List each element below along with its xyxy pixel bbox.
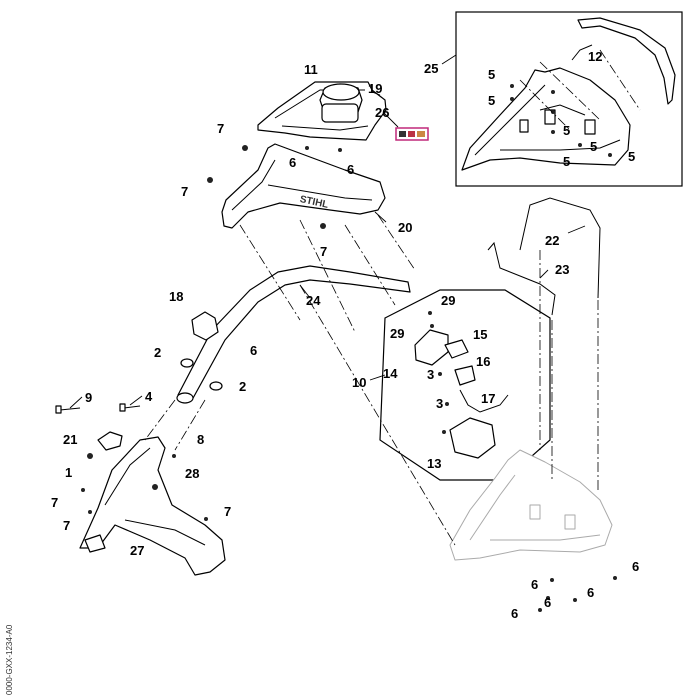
label-5: 5 [488, 67, 495, 82]
label-6: 6 [632, 559, 639, 574]
part-26-decal [395, 127, 429, 141]
label-25: 25 [424, 61, 438, 76]
label-26: 26 [375, 105, 389, 120]
label-22: 22 [545, 233, 559, 248]
label-21: 21 [63, 432, 77, 447]
part-23-wire [487, 241, 556, 316]
label-2: 2 [154, 345, 161, 360]
callout-labels: 11 19 26 7 6 6 7 20 7 25 5 12 5 5 5 5 5 … [51, 49, 639, 621]
label-2: 2 [239, 379, 246, 394]
label-5: 5 [488, 93, 495, 108]
label-4: 4 [145, 389, 153, 404]
label-9: 9 [85, 390, 92, 405]
label-6: 6 [587, 585, 594, 600]
label-29: 29 [441, 293, 455, 308]
vertical-drawing-code: 0000-GXX-1234-A0 [5, 624, 14, 695]
label-24: 24 [306, 293, 321, 308]
label-17: 17 [481, 391, 495, 406]
bolts [55, 403, 208, 521]
label-14: 14 [383, 366, 398, 381]
label-5: 5 [563, 154, 570, 169]
label-28: 28 [185, 466, 199, 481]
label-6: 6 [289, 155, 296, 170]
label-29: 29 [390, 326, 404, 341]
label-16: 16 [476, 354, 490, 369]
bottom-screws [538, 576, 617, 612]
washers-2 [180, 358, 223, 391]
part-27-base [79, 436, 226, 576]
label-11: 11 [304, 62, 318, 77]
part-20-handlebar: STIHL [221, 143, 386, 229]
label-20: 20 [398, 220, 412, 235]
guide-lines [144, 214, 599, 546]
label-6: 6 [511, 606, 518, 621]
label-27: 27 [130, 543, 144, 558]
label-6: 6 [347, 162, 354, 177]
label-1: 1 [65, 465, 72, 480]
detail-inset-frame [455, 11, 683, 187]
label-7: 7 [320, 244, 327, 259]
label-18: 18 [169, 289, 183, 304]
label-6: 6 [531, 577, 538, 592]
label-3: 3 [436, 396, 443, 411]
ghost-housing [449, 449, 613, 561]
label-7: 7 [217, 121, 224, 136]
octagon-inset-frame [379, 289, 551, 481]
label-10: 10 [352, 375, 366, 390]
label-23: 23 [555, 262, 569, 277]
label-8: 8 [197, 432, 204, 447]
label-5: 5 [563, 123, 570, 138]
top-screws [207, 145, 342, 229]
label-6: 6 [544, 595, 551, 610]
label-5: 5 [628, 149, 635, 164]
label-12: 12 [588, 49, 602, 64]
part-18-clip [191, 311, 219, 341]
part-22-wire [519, 197, 601, 299]
label-7: 7 [181, 184, 188, 199]
inset-dashes [519, 49, 641, 131]
label-13: 13 [427, 456, 441, 471]
inset-screws [510, 84, 612, 157]
part-24-tube [176, 265, 411, 404]
label-7: 7 [224, 504, 231, 519]
part-10-assembly [414, 311, 509, 459]
label-7: 7 [63, 518, 70, 533]
inset-handle-housing [461, 67, 631, 171]
label-3: 3 [427, 367, 434, 382]
part-21-clamp [97, 431, 123, 451]
label-7: 7 [51, 495, 58, 510]
label-15: 15 [473, 327, 487, 342]
label-6: 6 [250, 343, 257, 358]
label-19: 19 [368, 81, 382, 96]
leader-lines [69, 54, 586, 409]
inset-bracket-12 [571, 17, 676, 105]
label-5: 5 [590, 139, 597, 154]
part-11-knob [319, 83, 363, 123]
